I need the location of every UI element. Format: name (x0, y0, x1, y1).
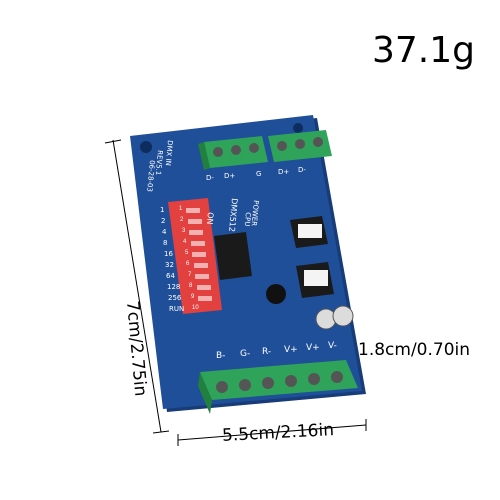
dip-number: 7 (188, 272, 192, 278)
rev-label: REV5.1 (154, 150, 164, 176)
model-label: DMX512 (227, 198, 239, 232)
dip-switch (168, 198, 222, 314)
address-label: 64 (166, 272, 175, 280)
dmx-in-label: DMX IN (164, 140, 174, 166)
top-terminal-block-right (268, 130, 332, 162)
driver-chip-1 (290, 216, 328, 248)
terminal-label: G- (240, 349, 250, 359)
address-labels: 1 2 4 8 16 32 64 128 256 RUN (160, 206, 184, 313)
terminal-label: V- (328, 341, 337, 351)
transistor (266, 284, 286, 304)
terminal-label: B- (216, 351, 225, 361)
capacitor (315, 305, 354, 330)
dip-number: 5 (185, 250, 189, 256)
dip-number: 2 (180, 217, 184, 223)
terminal-label: D- (206, 174, 214, 182)
date-label: 06-28-03 (145, 160, 156, 192)
address-label: 128 (167, 283, 180, 291)
terminal-label: V+ (306, 343, 320, 353)
top-terminal-block-left (198, 136, 268, 170)
height-dimension-line (104, 139, 170, 434)
width-dimension-line (177, 419, 367, 446)
address-label: 32 (165, 261, 174, 269)
address-label: 256 (168, 294, 182, 302)
weight-label: 37.1g (372, 30, 476, 71)
terminal-label: G (256, 170, 261, 178)
depth-dimension-label: 1.8cm/0.70in (358, 340, 471, 360)
bottom-terminal-block (198, 360, 358, 414)
terminal-label: R- (262, 347, 271, 357)
terminal-label: V+ (284, 345, 298, 355)
terminal-label: D+ (224, 172, 235, 180)
dip-number: 9 (191, 294, 195, 300)
terminal-label: D- (298, 166, 306, 174)
dip-number: 3 (182, 228, 186, 234)
top-terminal-labels: D- D+ G D+ D- (206, 166, 306, 182)
dip-number: 4 (183, 239, 187, 245)
address-label: 8 (163, 239, 167, 247)
power-label: POWER (250, 200, 260, 227)
dip-number: 10 (192, 305, 199, 311)
address-label: 4 (162, 228, 167, 236)
address-label: 16 (164, 250, 173, 258)
dip-on-label: ON (205, 212, 215, 225)
terminal-label: D+ (278, 168, 289, 176)
address-label: 1 (160, 206, 164, 214)
dip-number-labels: 1 2 3 4 5 6 7 8 9 10 (179, 206, 199, 311)
address-label: 2 (161, 217, 165, 225)
driver-chip-2 (296, 262, 334, 298)
bottom-terminal-labels: B- G- R- V+ V+ V- (216, 341, 337, 361)
dip-number: 8 (189, 283, 193, 289)
dip-number: 1 (179, 206, 183, 212)
cpu-chip (214, 232, 252, 280)
address-label: RUN (169, 305, 184, 313)
cpu-label: CPU (243, 212, 252, 227)
dip-number: 6 (186, 261, 190, 267)
